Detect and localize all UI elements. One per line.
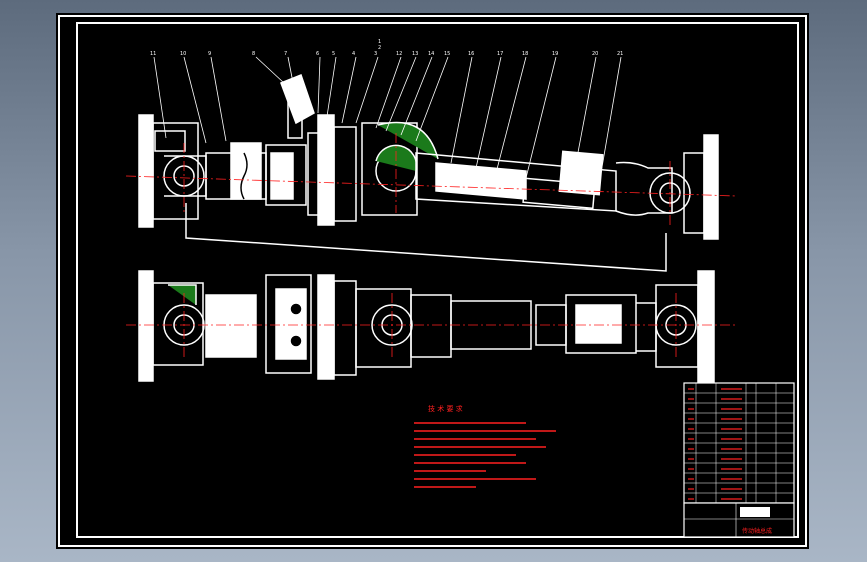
svg-text:21: 21 <box>617 51 623 57</box>
technical-requirements: 技 术 要 求 <box>414 404 556 488</box>
balloon-numbers: 11 10 9 8 7 6 5 4 3 12 12 13 14 15 16 17 18 19 20 21 <box>150 39 623 57</box>
svg-text:12: 12 <box>396 51 402 57</box>
svg-text:6: 6 <box>316 51 319 57</box>
svg-text:7: 7 <box>284 51 287 57</box>
title-block-name: 传动轴总成 <box>742 527 772 535</box>
plan-view-centerlines <box>126 293 736 358</box>
leader-lines <box>153 56 622 179</box>
svg-text:11: 11 <box>150 51 156 57</box>
inner-frame <box>76 22 799 538</box>
svg-text:3: 3 <box>374 51 377 57</box>
svg-text:8: 8 <box>252 51 255 57</box>
svg-text:18: 18 <box>522 51 528 57</box>
svg-text:10: 10 <box>180 51 186 57</box>
parts-list <box>683 382 795 504</box>
svg-text:14: 14 <box>428 51 434 57</box>
front-view <box>138 74 719 272</box>
svg-text:13: 13 <box>412 51 418 57</box>
title-block: 传动轴总成 <box>683 502 795 538</box>
svg-text:19: 19 <box>552 51 558 57</box>
front-view-centerlines <box>125 133 737 227</box>
svg-text:9: 9 <box>208 51 211 57</box>
svg-text:17: 17 <box>497 51 503 57</box>
svg-text:1: 1 <box>378 39 381 45</box>
requirement-lines <box>414 422 556 488</box>
cad-drawing: 11 10 9 8 7 6 5 4 3 12 12 13 14 15 16 17 18 19 20 21 <box>58 15 807 547</box>
svg-text:5: 5 <box>332 51 335 57</box>
svg-text:4: 4 <box>352 51 355 57</box>
svg-text:15: 15 <box>444 51 450 57</box>
plan-view <box>138 270 715 384</box>
svg-text:2: 2 <box>378 45 381 51</box>
svg-text:20: 20 <box>592 51 598 57</box>
svg-text:16: 16 <box>468 51 474 57</box>
tech-requirements-title: 技 术 要 求 <box>428 404 463 413</box>
outer-frame <box>58 15 807 547</box>
